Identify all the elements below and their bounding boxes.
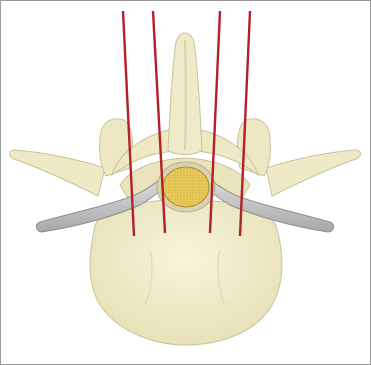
vertebral-body: [90, 200, 282, 345]
spinous-process-shading: [185, 40, 186, 150]
right-transverse-process: [266, 150, 361, 196]
left-transverse-process: [10, 150, 106, 196]
needle-3: [210, 11, 220, 233]
spinal-cord: [163, 167, 209, 207]
needle-2: [153, 11, 165, 233]
